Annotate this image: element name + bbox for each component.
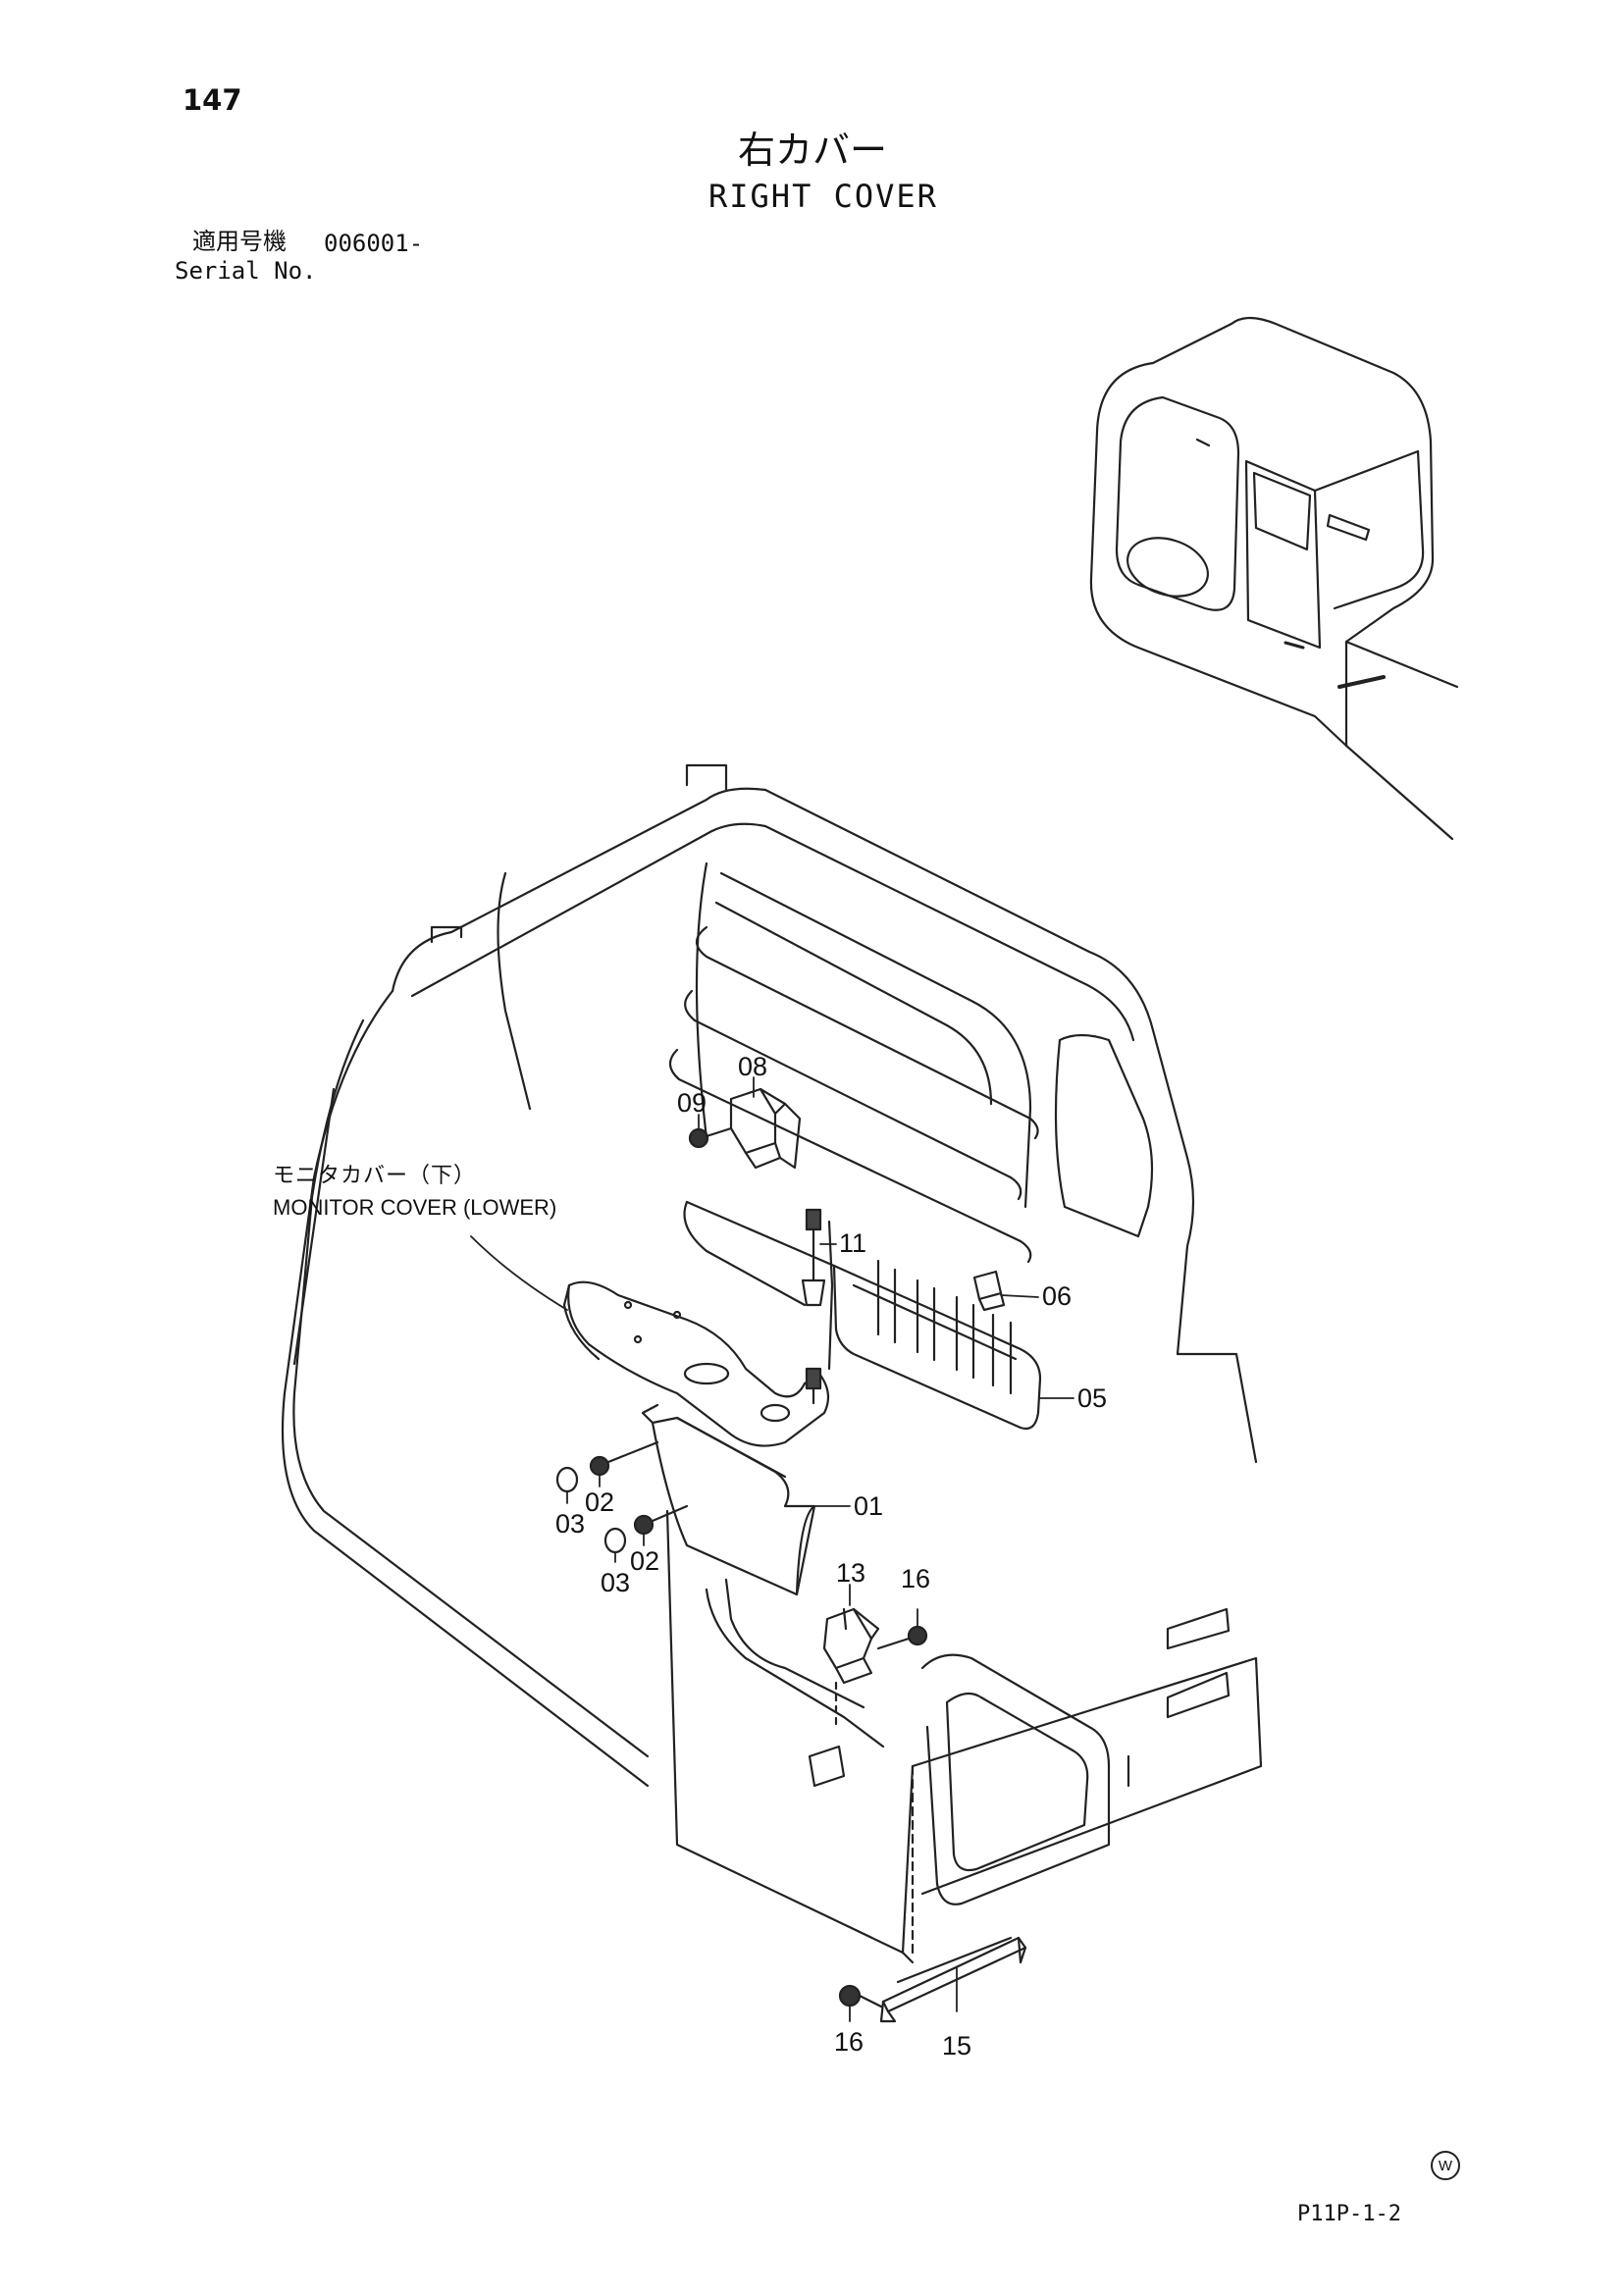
callout-05: 05 (1077, 1383, 1107, 1413)
callout-03a: 03 (555, 1509, 585, 1539)
callout-08: 08 (738, 1052, 767, 1081)
part-13-bracket (822, 1607, 880, 1729)
serial-number-value: 006001- (324, 230, 424, 257)
part-09-bolt (688, 1126, 733, 1149)
callout-16a: 16 (901, 1564, 930, 1593)
title-english: RIGHT COVER (708, 178, 938, 215)
cab-frame (281, 763, 1263, 1964)
callout-11: 11 (839, 1228, 866, 1258)
page-number: 147 (183, 83, 242, 117)
watermark-logo: W (1431, 2151, 1460, 2180)
leader-lines (470, 1076, 1074, 2022)
part-01-cover (641, 1403, 816, 1596)
inset-cab-view (1089, 316, 1459, 841)
footer-page-code: P11P-1-2 (1297, 2202, 1401, 2226)
part-16-bolt-lower (838, 1984, 883, 2009)
callout-13: 13 (836, 1558, 865, 1588)
callout-02b: 02 (630, 1546, 659, 1576)
part-11-connectors (801, 1208, 834, 1405)
title-japanese: 右カバー (738, 129, 888, 172)
part-15-strip (879, 1936, 1027, 2023)
part-06-clip (972, 1270, 1006, 1312)
callout-02a: 02 (585, 1487, 614, 1517)
part-05-vent-panel (683, 1200, 1042, 1431)
monitor-cover-label-japanese: モニタカバー（下） (273, 1164, 477, 1188)
callout-06: 06 (1042, 1281, 1072, 1311)
monitor-cover-label-english: MONITOR COVER (LOWER) (273, 1195, 557, 1220)
monitor-cover-lower (562, 1280, 830, 1447)
callout-01: 01 (854, 1491, 883, 1521)
callout-labels: 08 09 11 06 05 01 02 03 02 03 13 16 16 1… (555, 1052, 1107, 2061)
part-16-bolt-upper (876, 1625, 928, 1650)
callout-03b: 03 (601, 1568, 630, 1597)
part-08-bracket (729, 1087, 802, 1170)
callout-15: 15 (942, 2031, 971, 2061)
callout-09: 09 (677, 1088, 707, 1118)
callout-16b: 16 (834, 2027, 864, 2057)
serial-label-english: Serial No. (175, 257, 317, 285)
serial-label-japanese: 適用号機 (192, 228, 287, 255)
